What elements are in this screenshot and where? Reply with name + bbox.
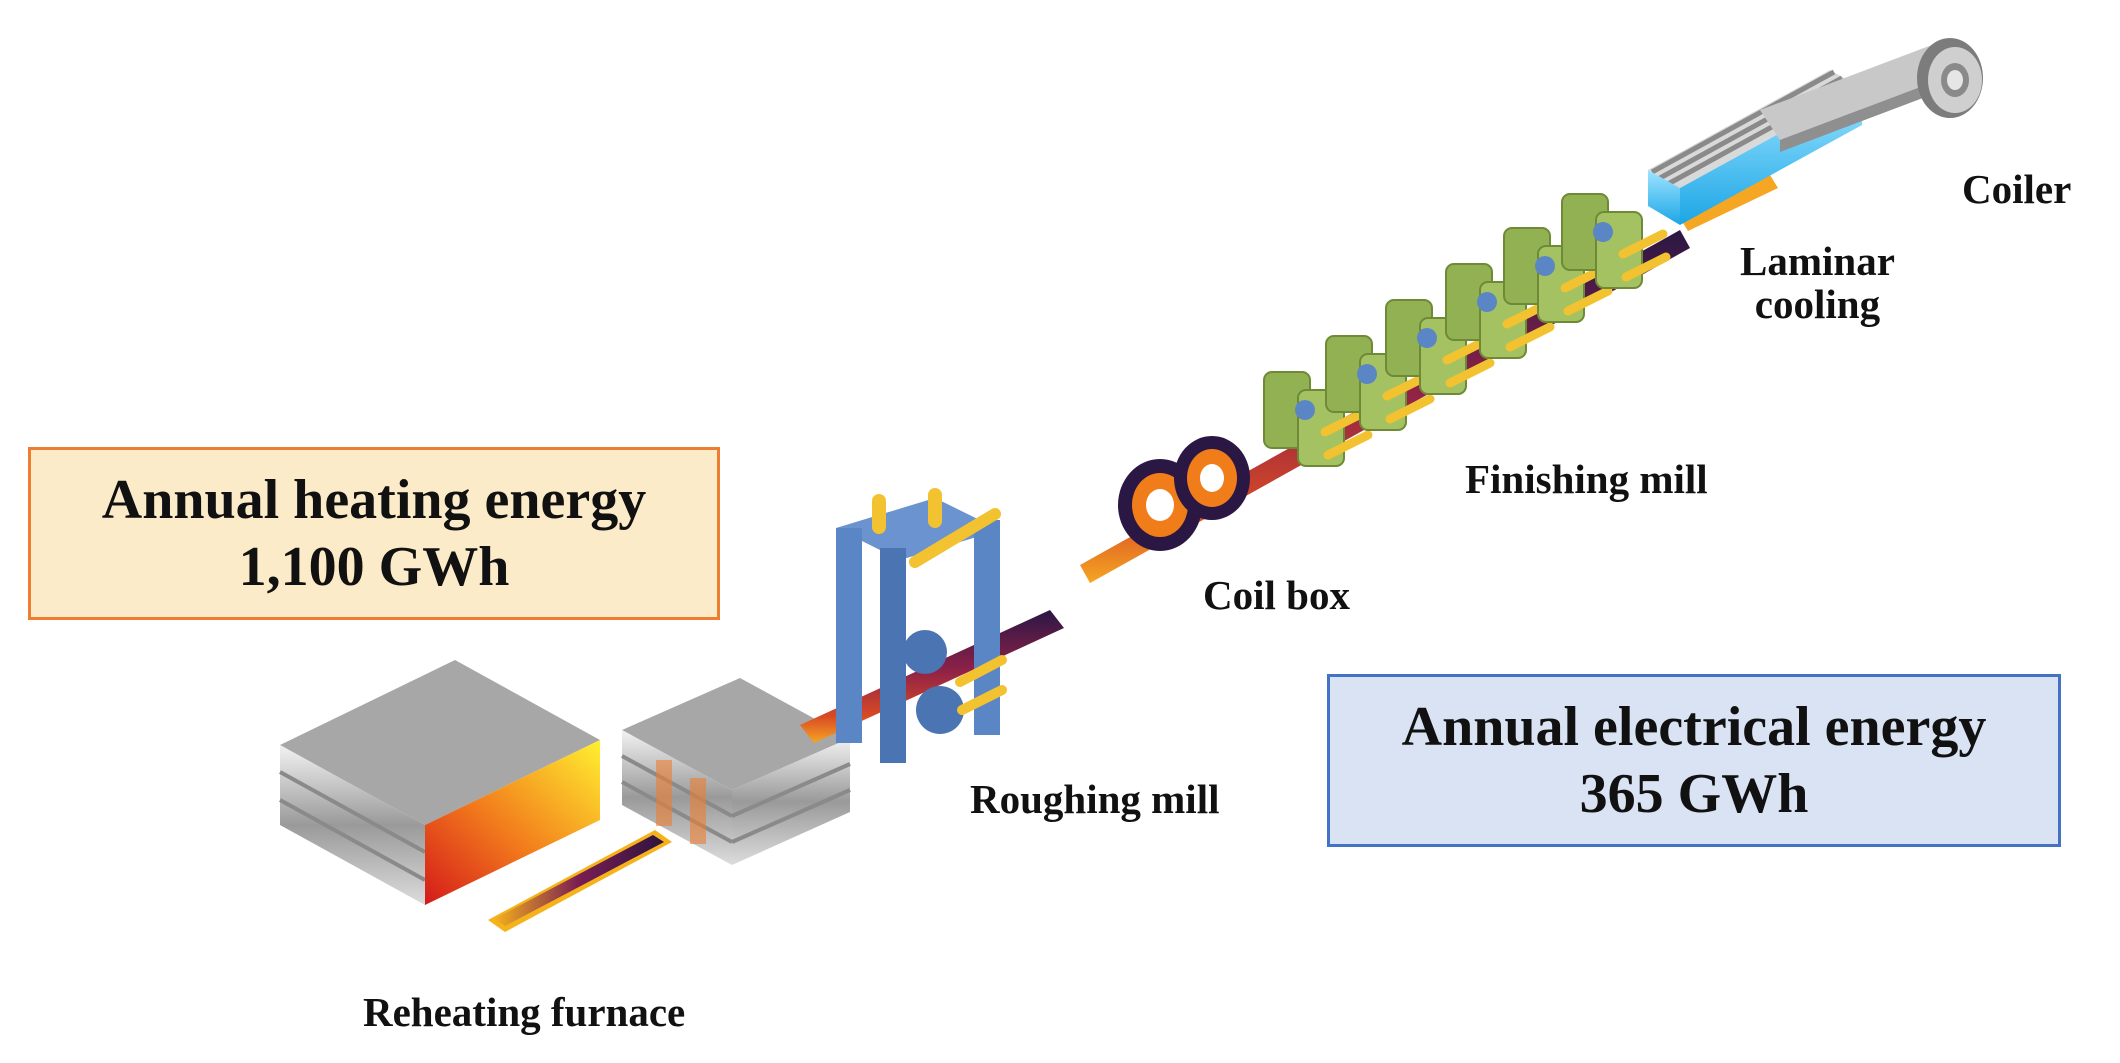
coiler-label: Coiler xyxy=(1962,166,2072,212)
annual-electrical-energy-box: Annual electrical energy 365 GWh xyxy=(1327,674,2061,847)
coil-box-label: Coil box xyxy=(1203,572,1350,618)
annual-heating-energy-value: 1,100 GWh xyxy=(238,535,510,598)
annual-heating-energy-box: Annual heating energy 1,100 GWh xyxy=(28,447,720,620)
coiler-icon xyxy=(1760,38,1983,152)
finishing-mill-label: Finishing mill xyxy=(1465,456,1708,502)
laminar-cooling-label: Laminar cooling xyxy=(1740,238,1895,328)
annual-electrical-energy-value: 365 GWh xyxy=(1579,762,1809,825)
annual-heating-energy-title: Annual heating energy xyxy=(101,469,647,532)
coil-box-icon xyxy=(1118,436,1250,551)
laminar-cooling-label-line2: cooling xyxy=(1754,281,1881,328)
roughing-mill-label: Roughing mill xyxy=(970,776,1220,822)
laminar-cooling-label-line1: Laminar xyxy=(1740,238,1895,284)
reheating-furnace-icon xyxy=(279,660,851,932)
annual-electrical-energy-title: Annual electrical energy xyxy=(1401,696,1987,759)
roughing-mill-icon xyxy=(836,488,1007,763)
reheating-furnace-label: Reheating furnace xyxy=(363,989,686,1035)
finishing-mill-icon xyxy=(1263,193,1671,467)
